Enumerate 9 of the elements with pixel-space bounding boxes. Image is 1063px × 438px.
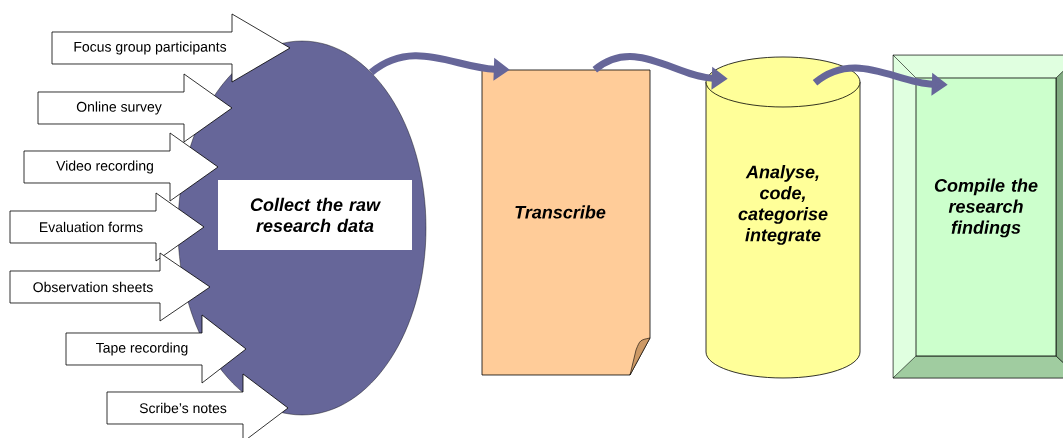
pointed-label-box: Scribe’s notes <box>106 373 289 438</box>
cylinder: Analyse, code, categorise integrate <box>705 56 861 379</box>
pointed-label-box: Evaluation forms <box>9 192 205 262</box>
pointed-label-box: Observation sheets <box>9 252 211 322</box>
pointed-label-box: Focus group participants <box>51 13 291 83</box>
pointed-label-box: Online survey <box>37 73 233 143</box>
pointed-label-box: Video recording <box>23 132 219 202</box>
pointed-label-box: Tape recording <box>65 314 247 384</box>
bevel-frame: Compile the research findings <box>892 54 1063 379</box>
